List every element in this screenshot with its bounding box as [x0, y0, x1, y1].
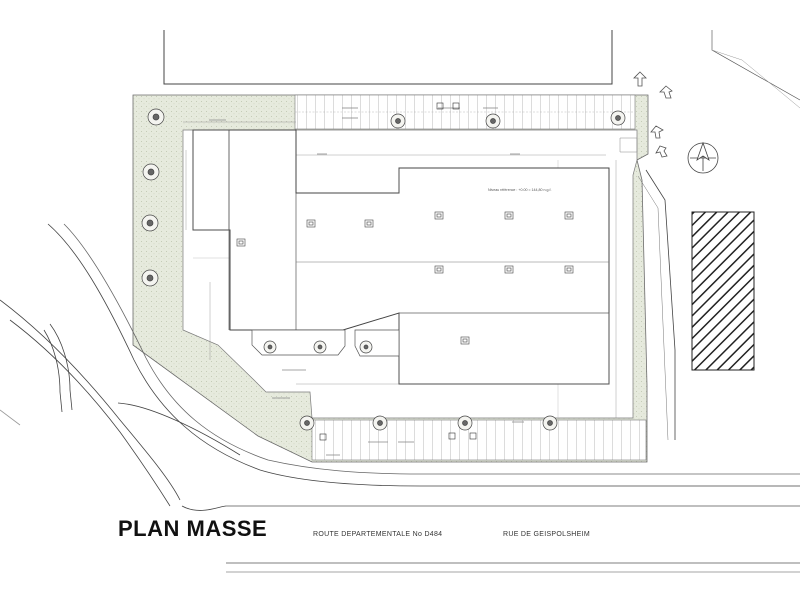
skylight-icon	[460, 336, 470, 345]
tree-icon	[141, 214, 159, 232]
north-arrow-icon	[687, 141, 719, 174]
tree-icon	[313, 340, 327, 354]
roads	[0, 223, 800, 573]
tree-icon	[542, 415, 558, 431]
skylight-icon	[236, 238, 246, 247]
main-building	[192, 129, 610, 385]
tree-icon	[141, 269, 159, 287]
trees	[141, 108, 626, 431]
skylight-icon	[564, 265, 574, 274]
skylight-icon	[434, 211, 444, 220]
tree-icon	[299, 415, 315, 431]
tree-icon	[142, 163, 160, 181]
parking-row-top	[294, 94, 636, 130]
disabled-parking-icon	[319, 433, 327, 441]
skylight-icon	[504, 211, 514, 220]
tree-icon	[485, 113, 501, 129]
skylight-icon	[564, 211, 574, 220]
skylight-icon	[364, 219, 374, 228]
road-label-departmental: ROUTE DEPARTEMENTALE No D484	[313, 531, 443, 538]
arrow-symbols	[633, 71, 673, 158]
parking-row-bottom	[311, 419, 647, 461]
page-title: PLAN MASSE	[118, 516, 268, 541]
disabled-parking-icon	[436, 102, 460, 110]
neighbour-features	[637, 30, 800, 441]
tree-icon	[263, 340, 277, 354]
site-boundary-top	[163, 30, 613, 85]
tree-icon	[359, 340, 373, 354]
tree-icon	[457, 415, 473, 431]
skylight-icon	[434, 265, 444, 274]
neighbour-building-hatched	[691, 211, 755, 371]
faint-annotations	[209, 107, 524, 456]
skylight-icon	[504, 265, 514, 274]
disabled-parking-icon	[448, 432, 477, 440]
disabled-parking-spaces	[319, 102, 477, 441]
tree-icon	[610, 110, 626, 126]
skylight-icon	[306, 219, 316, 228]
tree-icon	[147, 108, 165, 126]
tree-icon	[372, 415, 388, 431]
tree-icon	[390, 113, 406, 129]
road-label-street: RUE DE GEISPOLSHEIM	[503, 531, 590, 538]
skylights	[236, 211, 574, 345]
level-reference-label: Niveau référence : +0.00 = 144,80 n.g.f.	[488, 188, 552, 192]
